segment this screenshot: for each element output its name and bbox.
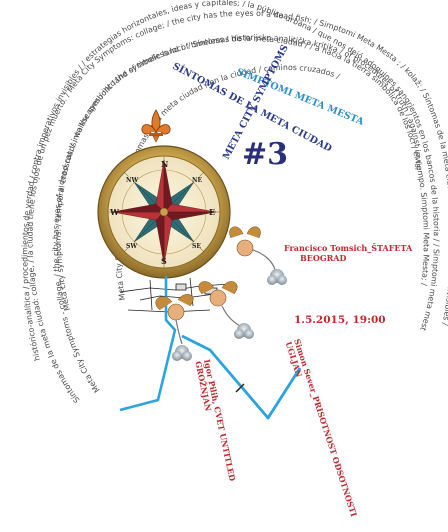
- label-pilih: Igor Pilih, CVET UNTITLED GROŽNJAN: [193, 358, 237, 482]
- author1-city: BEOGRAD: [300, 253, 347, 263]
- wind-cloud-3: [172, 345, 192, 361]
- wind-cloud-1: [267, 269, 287, 285]
- compass-southeast-label: SE: [192, 243, 201, 250]
- fleur-de-lis-icon: [141, 109, 171, 143]
- wind-cherub-2: [198, 281, 241, 327]
- issue-number: #3: [242, 137, 288, 172]
- compass-rose: N S E W NE NW SE SW: [97, 145, 231, 279]
- label-sever: Simon Sever_PRISOTNOST ODSOTNOSTI UGLJAN: [284, 338, 360, 519]
- compass-west-label: W: [109, 207, 120, 217]
- compass-northwest-label: NW: [126, 177, 138, 184]
- compass-northeast-label: NE: [192, 177, 202, 184]
- author2-name: Simon Sever_PRISOTNOST ODSOTNOSTI: [292, 338, 359, 519]
- compass-north-label: N: [161, 159, 168, 169]
- event-date: 1.5.2015, 19:00: [294, 314, 386, 326]
- label-tomsich: Francisco Tomsich_ŠTAFETA BEOGRAD: [284, 243, 413, 263]
- wind-cloud-2: [234, 323, 254, 339]
- compass-southwest-label: SW: [126, 243, 137, 250]
- spiral-text-ring-1: Síntomas de la meta ciudad: collage, / l…: [25, 9, 448, 405]
- wind-cherub-1: [229, 226, 276, 271]
- wind-cherub-3: [155, 294, 194, 345]
- compass-south-label: S: [161, 256, 167, 266]
- spiral-text-ring-4: Meta city symptoms: / temporal crossroad…: [0, 0, 423, 312]
- route-line-2: [181, 334, 302, 420]
- author1-name: Francisco Tomsich_ŠTAFETA: [284, 243, 413, 253]
- compass-east-label: E: [209, 207, 215, 217]
- route-marker: [235, 383, 245, 393]
- route-line: [119, 276, 177, 412]
